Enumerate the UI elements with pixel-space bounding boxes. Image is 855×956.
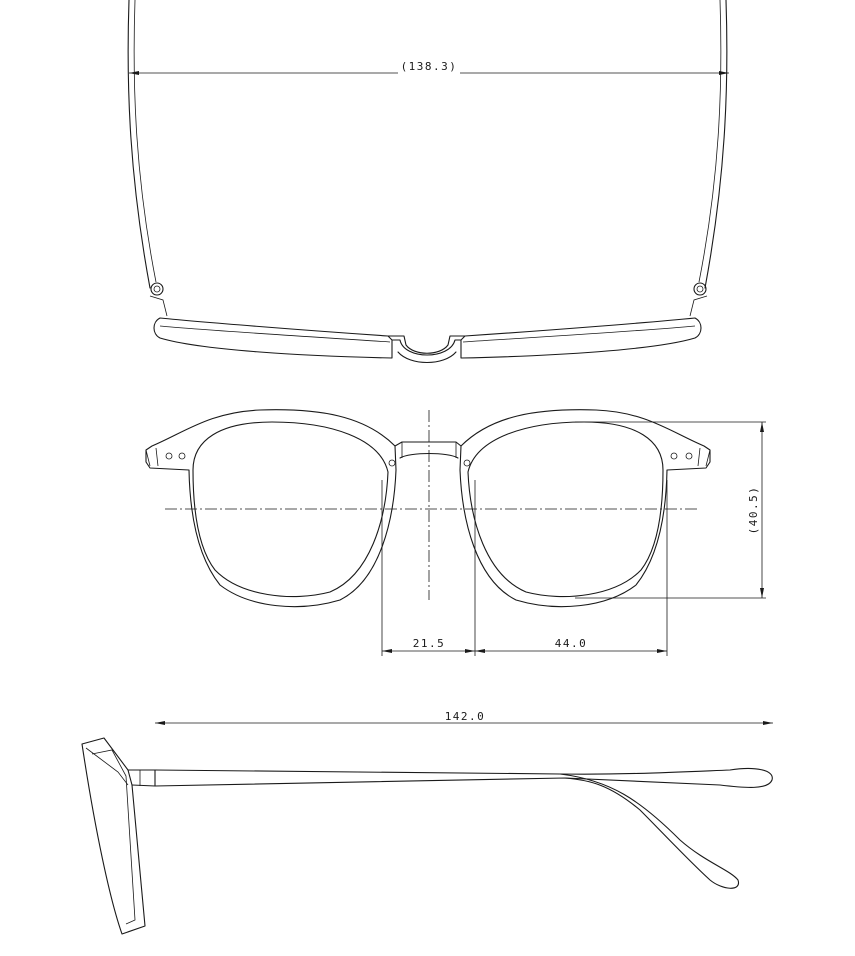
bridge-label: 21.5 [413,637,446,650]
top-right-front [460,317,702,359]
front-right-frame [459,409,711,608]
left-rivet-1 [165,452,173,460]
right-rivet-1 [670,452,678,460]
front-left-lens [192,421,389,598]
side-hinge [127,769,156,787]
top-left-temple-inner [133,0,157,283]
lens-height-label: (40.5) [747,486,760,535]
lens-width-label: 44.0 [555,637,588,650]
right-rivet-2 [685,452,693,460]
top-left-hinge [149,282,168,317]
top-view: (138.3) [127,0,729,363]
top-right-temple-inner [698,0,722,283]
front-bridge [394,441,462,447]
left-rivet-2 [178,452,186,460]
temple-length-label: 142.0 [445,710,486,723]
temple-spread-label: (138.3) [401,60,458,73]
side-view: 142.0 [81,710,773,935]
side-front-frame [81,737,146,935]
side-temple-tip [559,773,739,889]
top-left-temple [127,0,151,289]
top-right-temple [704,0,728,289]
top-left-front [153,317,393,359]
front-left-frame [145,409,397,608]
side-temple-arm [154,767,773,788]
top-bridge [387,335,466,354]
front-view: 21.5 44.0 (40.5) [145,409,766,656]
top-right-hinge [689,282,708,317]
left-nosepad-screw [388,459,396,467]
right-nosepad-screw [463,459,471,467]
